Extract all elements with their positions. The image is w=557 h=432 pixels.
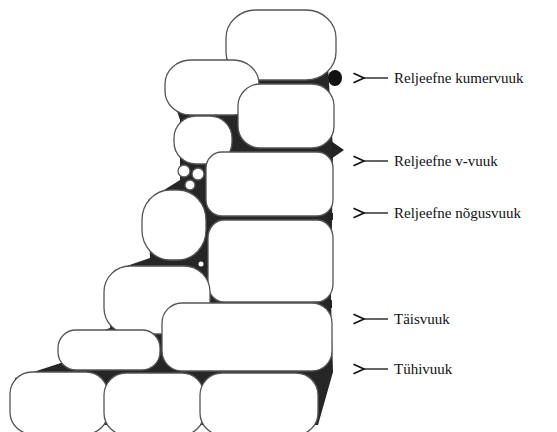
joint-label: Tühivuuk	[394, 360, 452, 378]
stones	[10, 10, 336, 432]
mortar	[15, 62, 333, 425]
mortar-pocket	[195, 258, 207, 270]
joint-label: Täisvuuk	[394, 310, 450, 328]
concave-joint	[328, 213, 334, 220]
joint-label: Reljeefne nõgusvuuk	[394, 204, 521, 222]
v-joint	[331, 141, 344, 159]
leader-arrows	[364, 78, 388, 369]
joint-label: Reljeefne kumervuuk	[394, 69, 524, 87]
convex-joint	[328, 70, 342, 86]
flush-joint	[329, 300, 332, 308]
void	[199, 262, 204, 267]
joint-label: Reljeefne v-vuuk	[394, 152, 498, 170]
